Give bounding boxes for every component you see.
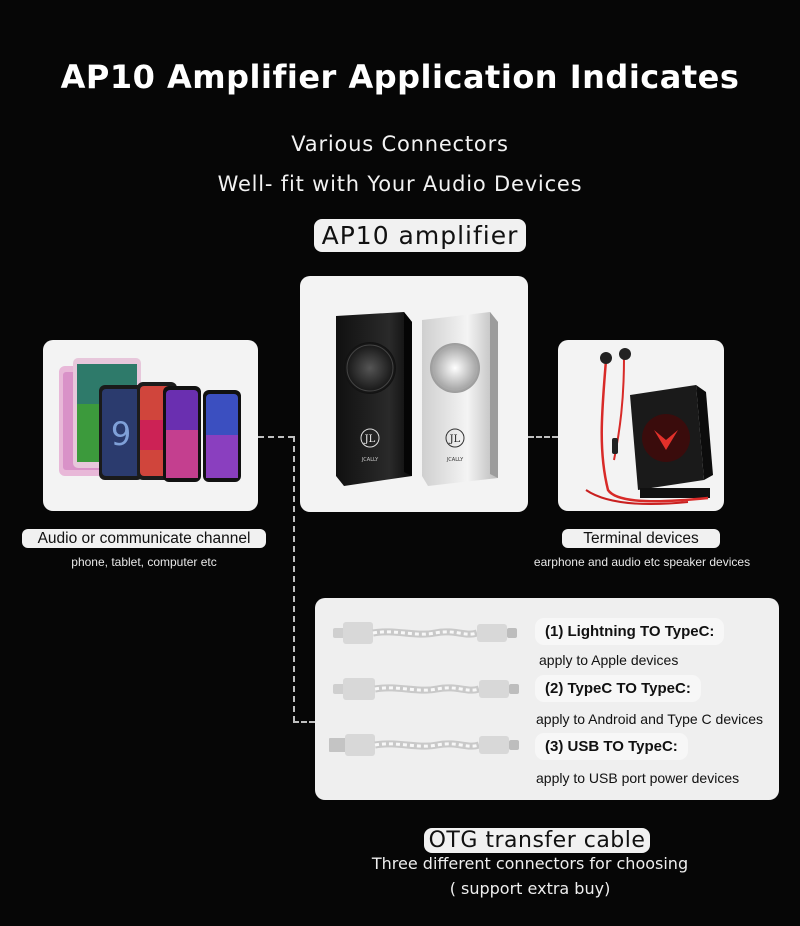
- terminal-devices-card: [558, 340, 724, 511]
- otg-label: OTG transfer cable: [424, 828, 650, 853]
- svg-text:JL: JL: [364, 434, 376, 445]
- amplifier-label: AP10 amplifier: [314, 219, 526, 252]
- audio-channel-label: Audio or communicate channel: [22, 529, 266, 548]
- svg-text:JCALLY: JCALLY: [361, 457, 379, 463]
- terminal-devices-label: Terminal devices: [562, 529, 720, 548]
- svg-text:JL: JL: [449, 434, 461, 445]
- terminal-devices-caption: earphone and audio etc speaker devices: [533, 555, 751, 569]
- cable-desc-usb: apply to USB port power devices: [536, 770, 740, 786]
- terminal-devices-image: [585, 348, 713, 505]
- cable-label-usb: (3) USB TO TypeC:: [535, 733, 688, 760]
- devices-image: 9: [59, 358, 241, 482]
- connector-right: [528, 436, 558, 438]
- otg-line-1: Three different connectors for choosing: [371, 854, 689, 873]
- svg-text:JCALLY: JCALLY: [446, 457, 464, 463]
- connector-cable: [293, 721, 315, 723]
- connector-left: [258, 436, 294, 438]
- audio-channel-caption: phone, tablet, computer etc: [71, 555, 217, 569]
- cable-label-lightning: (1) Lightning TO TypeC:: [535, 618, 725, 645]
- amplifier-card: JL JCALLY JL JCALLY: [300, 276, 528, 512]
- amplifier-image: JL JCALLY JL JCALLY: [336, 312, 498, 486]
- cable-label-typec: (2) TypeC TO TypeC:: [535, 675, 701, 702]
- svg-text:9: 9: [111, 415, 131, 453]
- subtitle-line-1: Various Connectors: [291, 132, 509, 156]
- cable-desc-typec: apply to Android and Type C devices: [536, 711, 764, 727]
- cables-image: [329, 622, 519, 756]
- connector-down: [293, 436, 295, 722]
- cable-card: (1) Lightning TO TypeC: apply to Apple d…: [315, 598, 779, 800]
- devices-card: 9: [43, 340, 258, 511]
- cable-desc-lightning: apply to Apple devices: [539, 652, 679, 668]
- otg-line-2: ( support extra buy): [449, 879, 611, 898]
- subtitle-line-2: Well- fit with Your Audio Devices: [217, 172, 583, 196]
- page-title: AP10 Amplifier Application Indicates: [60, 58, 740, 96]
